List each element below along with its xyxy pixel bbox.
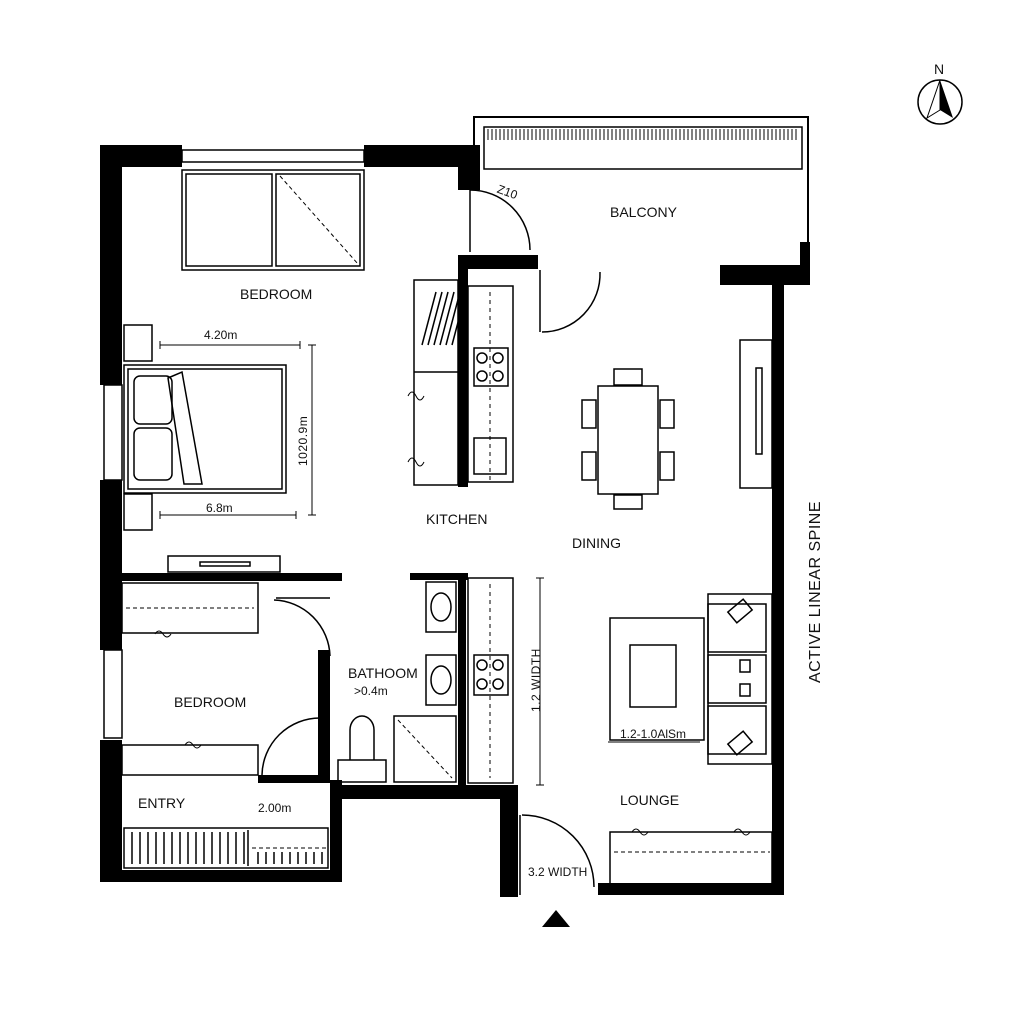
room-label-lounge: LOUNGE xyxy=(620,792,680,808)
room-label-dining: DINING xyxy=(572,535,621,551)
kitchen-hatch xyxy=(421,291,467,346)
dim-kitchen-run: 1.2 WIDTH xyxy=(529,648,543,712)
bed-dimension-lines xyxy=(159,341,316,519)
dim-entry-width: 2.00m xyxy=(258,801,292,815)
room-label-balcony: BALCONY xyxy=(610,204,677,220)
desk xyxy=(167,555,281,573)
side-label-spine: ACTIVE LINEAR SPINE xyxy=(807,501,824,683)
dim-sofa-span: 1.2-1.0AlSm xyxy=(620,727,687,741)
bedroom2-furniture xyxy=(103,582,259,776)
entry-arrow-icon xyxy=(542,910,570,927)
bed xyxy=(103,324,287,531)
dim-bed-length: 1020.9m xyxy=(296,415,310,466)
room-label-bathroom: BATHOOM xyxy=(348,665,418,681)
tv-console xyxy=(739,339,773,489)
entry-hatch xyxy=(131,832,323,864)
doors xyxy=(261,189,601,895)
dim-bed-bottom: 6.8m xyxy=(206,501,233,515)
bathroom-fixtures xyxy=(337,581,457,783)
balcony-outline xyxy=(473,116,809,242)
room-label-kitchen: KITCHEN xyxy=(426,511,488,527)
entry-cabinet xyxy=(123,827,329,869)
room-label-bedroom-1: BEDROOM xyxy=(240,286,313,302)
dim-bath-width: >0.4m xyxy=(354,684,388,698)
compass-label: N xyxy=(934,61,945,77)
bedroom1-wardrobe xyxy=(181,149,365,271)
dim-bed-width: 4.20m xyxy=(204,328,238,342)
dining-table xyxy=(581,368,675,510)
kitchen-lower xyxy=(467,577,544,786)
lounge-furniture xyxy=(608,593,773,885)
compass xyxy=(917,79,963,125)
kitchen-upper xyxy=(413,279,514,486)
dim-entry-door: 3.2 WIDTH xyxy=(528,865,588,879)
room-label-entry: ENTRY xyxy=(138,795,186,811)
room-label-bedroom-2: BEDROOM xyxy=(174,694,247,710)
decor-ornaments xyxy=(154,391,751,836)
balcony-railing xyxy=(487,129,797,140)
exterior-walls xyxy=(100,145,810,897)
